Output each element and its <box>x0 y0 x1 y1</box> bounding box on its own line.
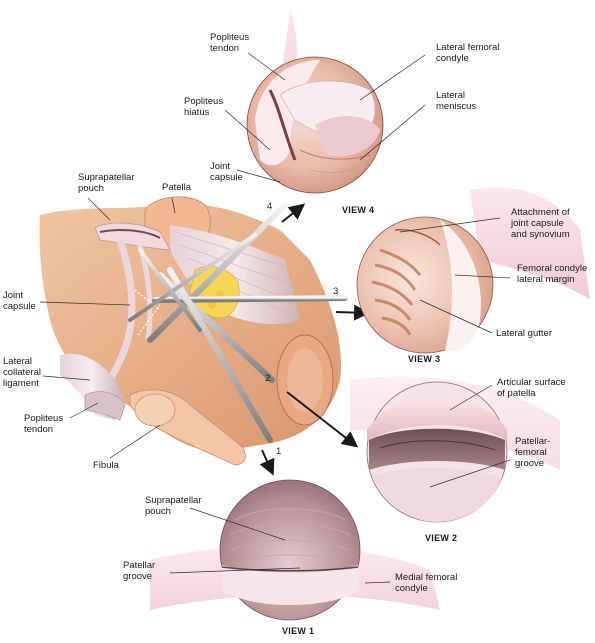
label-patellar-groove: Patellar groove <box>123 560 158 582</box>
label-lateral-collateral-ligament: Lateral collateral ligament <box>3 356 44 389</box>
label-patellar-femoral-groove: Patellar- femoral groove <box>515 436 553 469</box>
label-joint-capsule-top: Joint capsule <box>210 161 243 183</box>
label-femoral-condyle-lateral-margin: Femoral condyle lateral margin <box>517 263 590 285</box>
scope-portal-4 <box>147 202 288 343</box>
label-articular-surface: Articular surface of patella <box>497 377 568 399</box>
portal-numbers: 4 3 2 1 <box>265 201 338 457</box>
labels: Popliteus tendon Lateral femoral condyle… <box>3 32 590 594</box>
view-2-circle <box>366 381 508 523</box>
leader-lines <box>39 52 511 584</box>
arthroscope-rods <box>128 202 348 443</box>
label-suprapatellar-pouch-left: Suprapatellar pouch <box>78 172 137 194</box>
view-1-title: VIEW 1 <box>282 626 314 636</box>
label-popliteus-hiatus: Popliteus hiatus <box>184 96 226 118</box>
label-lateral-meniscus: Lateral meniscus <box>436 90 476 112</box>
portal-number-1: 1 <box>276 446 281 457</box>
label-lateral-gutter: Lateral gutter <box>496 328 552 339</box>
view-3-circle <box>356 216 494 354</box>
scope-portal-1 <box>167 267 273 443</box>
label-popliteus-tendon-left: Popliteus tendon <box>24 413 66 435</box>
label-patella: Patella <box>162 182 192 193</box>
view-4-title: VIEW 4 <box>342 205 374 215</box>
view-2-title: VIEW 2 <box>425 533 457 543</box>
view-4-circle <box>246 56 384 194</box>
label-suprapatellar-pouch-bottom: Suprapatellar pouch <box>145 495 204 517</box>
view-3-title: VIEW 3 <box>408 354 440 364</box>
label-joint-capsule-left: Joint capsule <box>3 290 36 312</box>
label-attachment: Attachment of joint capsule and synovium <box>510 207 572 240</box>
knee-anatomy <box>39 196 341 466</box>
portal-number-4: 4 <box>267 201 272 212</box>
portal-number-3: 3 <box>333 286 338 297</box>
portal-number-2: 2 <box>265 373 270 384</box>
label-lateral-femoral-condyle: Lateral femoral condyle <box>436 42 502 64</box>
label-medial-femoral-condyle: Medial femoral condyle <box>395 572 460 594</box>
label-popliteus-tendon-top: Popliteus tendon <box>210 32 252 54</box>
scope-portal-2 <box>157 272 275 383</box>
view-1-circle <box>219 479 361 621</box>
view-arrows <box>259 203 370 476</box>
view-titles: VIEW 4 VIEW 3 VIEW 2 VIEW 1 <box>282 205 457 636</box>
label-fibula: Fibula <box>93 460 120 471</box>
